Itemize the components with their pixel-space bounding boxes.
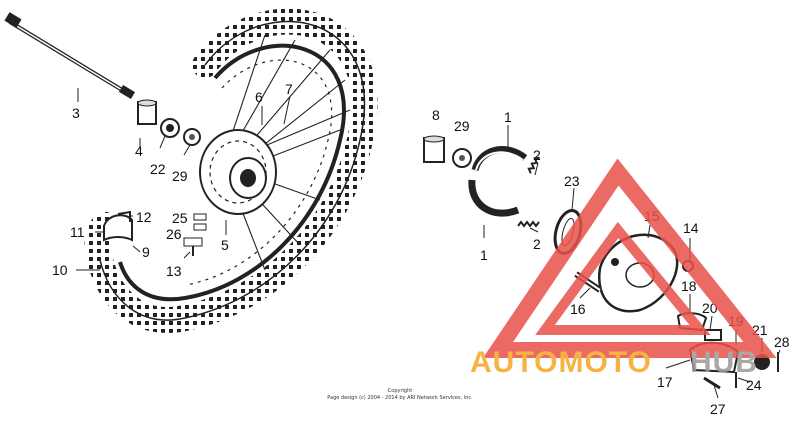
axle xyxy=(4,12,136,100)
callout-11: 11 xyxy=(70,224,85,240)
callout-1-top: 1 xyxy=(504,109,512,125)
callout-9: 9 xyxy=(142,244,150,260)
copyright-notice: Page design (c) 2004 - 2014 by ARI Netwo… xyxy=(327,395,473,401)
callout-16: 16 xyxy=(570,301,586,317)
oil-seal-29 xyxy=(183,128,201,146)
callout-23: 23 xyxy=(564,173,580,189)
callout-7: 7 xyxy=(285,81,293,97)
callout-22: 22 xyxy=(150,161,166,177)
bearing-22 xyxy=(160,118,180,138)
wheel-hub xyxy=(199,129,277,215)
collar-8 xyxy=(423,135,445,163)
tire xyxy=(84,8,378,333)
callout-12: 12 xyxy=(136,209,152,225)
callout-24: 24 xyxy=(746,377,762,393)
callout-25: 25 xyxy=(172,210,188,226)
callout-6: 6 xyxy=(255,89,263,105)
callout-29-right: 29 xyxy=(454,118,470,134)
callout-2-top: 2 xyxy=(533,147,541,163)
callout-10: 10 xyxy=(52,262,68,278)
watermark-text-hub: HUB xyxy=(690,346,758,379)
callout-26: 26 xyxy=(166,226,182,242)
oil-seal-29b xyxy=(452,148,472,168)
callout-27: 27 xyxy=(710,401,726,417)
callout-2-bottom: 2 xyxy=(533,236,541,252)
watermark-logo: AUTOMOTO HUB xyxy=(470,158,777,379)
brake-springs xyxy=(517,156,540,228)
callout-4: 4 xyxy=(135,143,143,159)
callout-17: 17 xyxy=(657,374,673,390)
watermark-text-automoto: AUTOMOTO xyxy=(470,346,652,379)
callout-8: 8 xyxy=(432,107,440,123)
callout-5: 5 xyxy=(221,237,229,253)
callout-28: 28 xyxy=(774,334,790,350)
callout-14: 14 xyxy=(683,220,699,236)
brake-panel xyxy=(597,233,679,313)
spacer-collar xyxy=(137,99,157,125)
copyright-title: Copyright xyxy=(388,388,412,394)
callout-3: 3 xyxy=(72,105,80,121)
callout-29-left: 29 xyxy=(172,168,188,184)
brake-shoes xyxy=(468,146,528,217)
leader-lines xyxy=(76,88,781,399)
rim-band xyxy=(103,210,133,242)
callout-1-bottom: 1 xyxy=(480,247,488,263)
callout-18: 18 xyxy=(681,278,697,294)
callout-13: 13 xyxy=(166,263,182,279)
valve-parts xyxy=(183,213,207,256)
